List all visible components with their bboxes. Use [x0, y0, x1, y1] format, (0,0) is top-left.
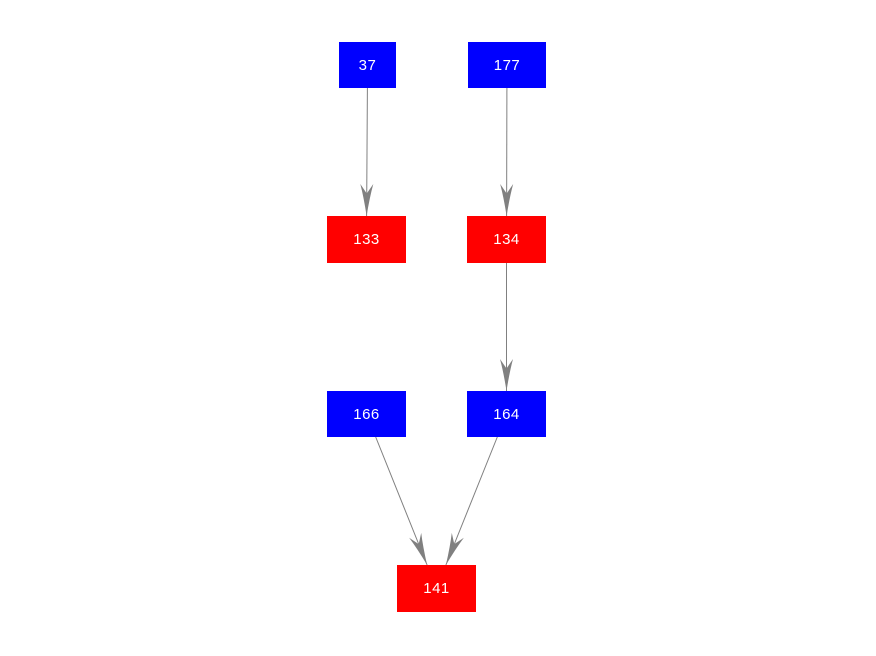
node-label: 133	[353, 231, 380, 248]
edge-37-133	[360, 87, 374, 217]
node-label: 134	[493, 231, 520, 248]
node-134[interactable]: 134	[467, 216, 546, 263]
node-label: 141	[423, 580, 450, 597]
node-164[interactable]: 164	[467, 391, 546, 437]
node-37[interactable]: 37	[339, 42, 396, 88]
node-177[interactable]: 177	[468, 42, 546, 88]
node-label: 164	[493, 405, 520, 423]
node-label: 166	[353, 405, 380, 423]
node-141[interactable]: 141	[397, 565, 476, 612]
edge-166-141	[375, 436, 428, 566]
node-label: 177	[493, 56, 521, 74]
edges-group	[360, 87, 514, 566]
node-label: 37	[358, 56, 377, 74]
node-133[interactable]: 133	[327, 216, 406, 263]
node-166[interactable]: 166	[327, 391, 406, 437]
edge-164-141	[445, 436, 498, 566]
